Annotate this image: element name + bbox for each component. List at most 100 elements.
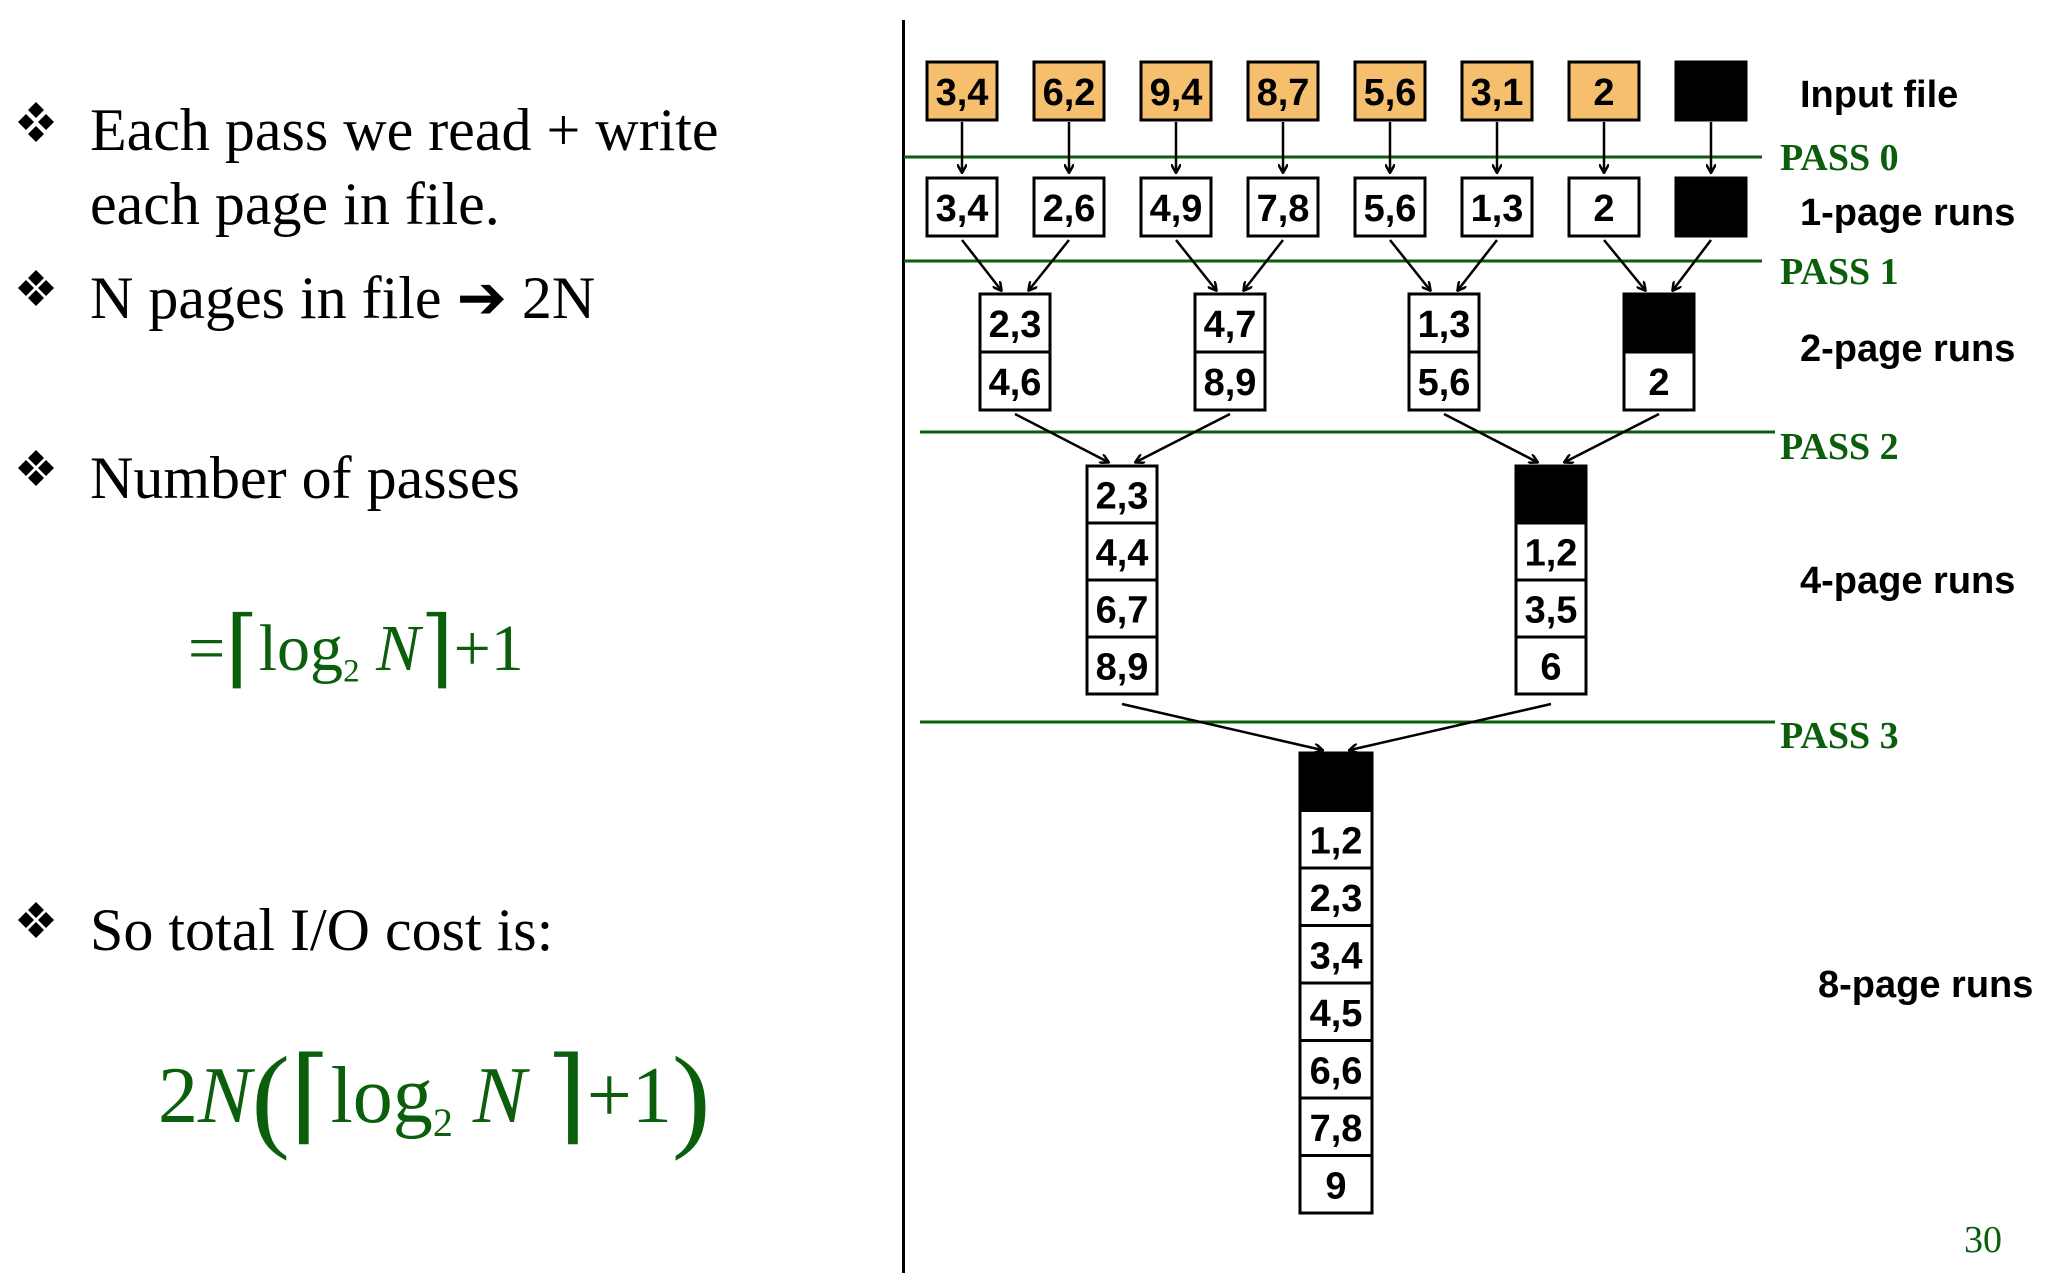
bullet-text: So total I/O cost is: [90,897,554,963]
run1-page [925,176,999,238]
run2-page [1193,350,1267,412]
run8-value: 6,6 [1310,1050,1363,1092]
stage-label-2-page-runs: 2-page runs [1800,328,2016,370]
run1-empty-page [1674,176,1748,238]
run2-page [1407,350,1481,412]
diamond-bullet-icon [14,268,58,312]
run4-empty-page [1514,464,1588,525]
run1-value: 2,6 [1043,188,1096,230]
input-file-value: 5,6 [1364,72,1417,114]
input-file-value: 2 [1593,72,1614,114]
run8-page [1298,866,1374,927]
input-file-value: 8,7 [1257,72,1310,114]
input-file-value: 3,1 [1471,72,1524,114]
input-file-page [1139,60,1213,122]
stage-label-1-page-runs: 1-page runs [1800,192,2016,234]
arrow-pass2 [1565,412,1660,462]
stage-label-4-page-runs: 4-page runs [1800,560,2016,602]
run4-page [1514,635,1588,696]
run4-value: 1,2 [1525,533,1578,575]
input-file-page [1460,60,1534,122]
run8-value: 7,8 [1310,1108,1363,1150]
pass-label-0: PASS 0 [1780,137,1899,179]
plus-one: +1 [586,1052,672,1141]
run2-page [978,350,1052,412]
ceil-left: ⌈ [290,1038,331,1154]
input-file-empty-page [1674,60,1748,122]
run1-page [1353,176,1427,238]
input-file-value: 3,4 [936,72,989,114]
run4-page [1085,578,1159,639]
run4-value: 8,9 [1096,647,1149,689]
arrow-pass1 [1175,239,1216,290]
passes-formula: =⌈log2 N⌉+1 [188,606,524,692]
run1-value: 5,6 [1364,188,1417,230]
coefficient: 2 [158,1052,198,1141]
paren-left: ( [251,1034,290,1162]
run1-value: 7,8 [1257,188,1310,230]
arrow-pass1 [1389,239,1430,290]
run2-page [978,292,1052,354]
run8-value: 2,3 [1310,878,1363,920]
arrow-pass1 [1029,239,1070,290]
run1-page [1460,176,1534,238]
run4-page [1085,635,1159,696]
arrow-pass1 [1458,239,1498,290]
ceil-left: ⌈ [225,601,259,696]
run1-page [1246,176,1320,238]
arrow-pass1 [1244,239,1284,290]
run8-page [1298,924,1374,985]
run8-value: 9 [1325,1165,1346,1207]
run2-empty-page [1622,292,1696,354]
run2-value: 8,9 [1204,362,1257,404]
stage-label-input-file: Input file [1800,74,1959,116]
arrow-pass1 [1673,239,1712,290]
log-text: log [330,1052,433,1141]
ceil-right: ⌉ [546,1038,587,1154]
input-file-value: 6,2 [1043,72,1096,114]
run1-value: 3,4 [936,188,989,230]
stage-label-8-page-runs: 8-page runs [1818,964,2034,1006]
run1-page [1032,176,1106,238]
bullet-text-line-1: Each pass we read + write [90,97,719,163]
vertical-divider [902,20,905,1273]
bullet-text-line-2: each page in file. [90,171,500,237]
run4-page [1514,578,1588,639]
run8-value: 1,2 [1310,820,1363,862]
arrow-pass2 [1443,412,1537,462]
run4-value: 4,4 [1096,533,1149,575]
arrow-pass3 [1350,702,1552,750]
arrow-pass1 [961,239,1001,290]
run4-value: 6 [1540,647,1561,689]
arrow-pass3 [1121,702,1322,750]
run8-page [1298,1154,1374,1215]
equals-sign: = [188,612,226,686]
run4-value: 3,5 [1525,590,1578,632]
run1-value: 2 [1593,188,1614,230]
slide-page-number: 30 [1964,1219,2002,1261]
run4-value: 2,3 [1096,476,1149,518]
ceil-right: ⌉ [420,601,454,696]
run2-page [1193,292,1267,354]
input-file-page [1567,60,1641,122]
arrow-pass2 [1014,412,1108,462]
diamond-bullet-icon [14,448,58,492]
arrow-pass1 [1603,239,1645,290]
var-n: N [198,1052,252,1141]
run4-value: 6,7 [1096,590,1149,632]
run8-value: 4,5 [1310,993,1363,1035]
log-base: 2 [343,653,360,690]
run2-value: 2 [1648,362,1669,404]
run2-value: 4,6 [989,362,1042,404]
arrow-pass2 [1136,412,1231,462]
run8-page [1298,1039,1374,1100]
var-n: N [472,1052,527,1141]
input-file-page [1353,60,1427,122]
run2-value: 1,3 [1418,304,1471,346]
run1-value: 4,9 [1150,188,1203,230]
run2-page [1622,350,1696,412]
run2-value: 2,3 [989,304,1042,346]
paren-right: ) [671,1034,711,1162]
diamond-bullet-icon [14,100,58,144]
